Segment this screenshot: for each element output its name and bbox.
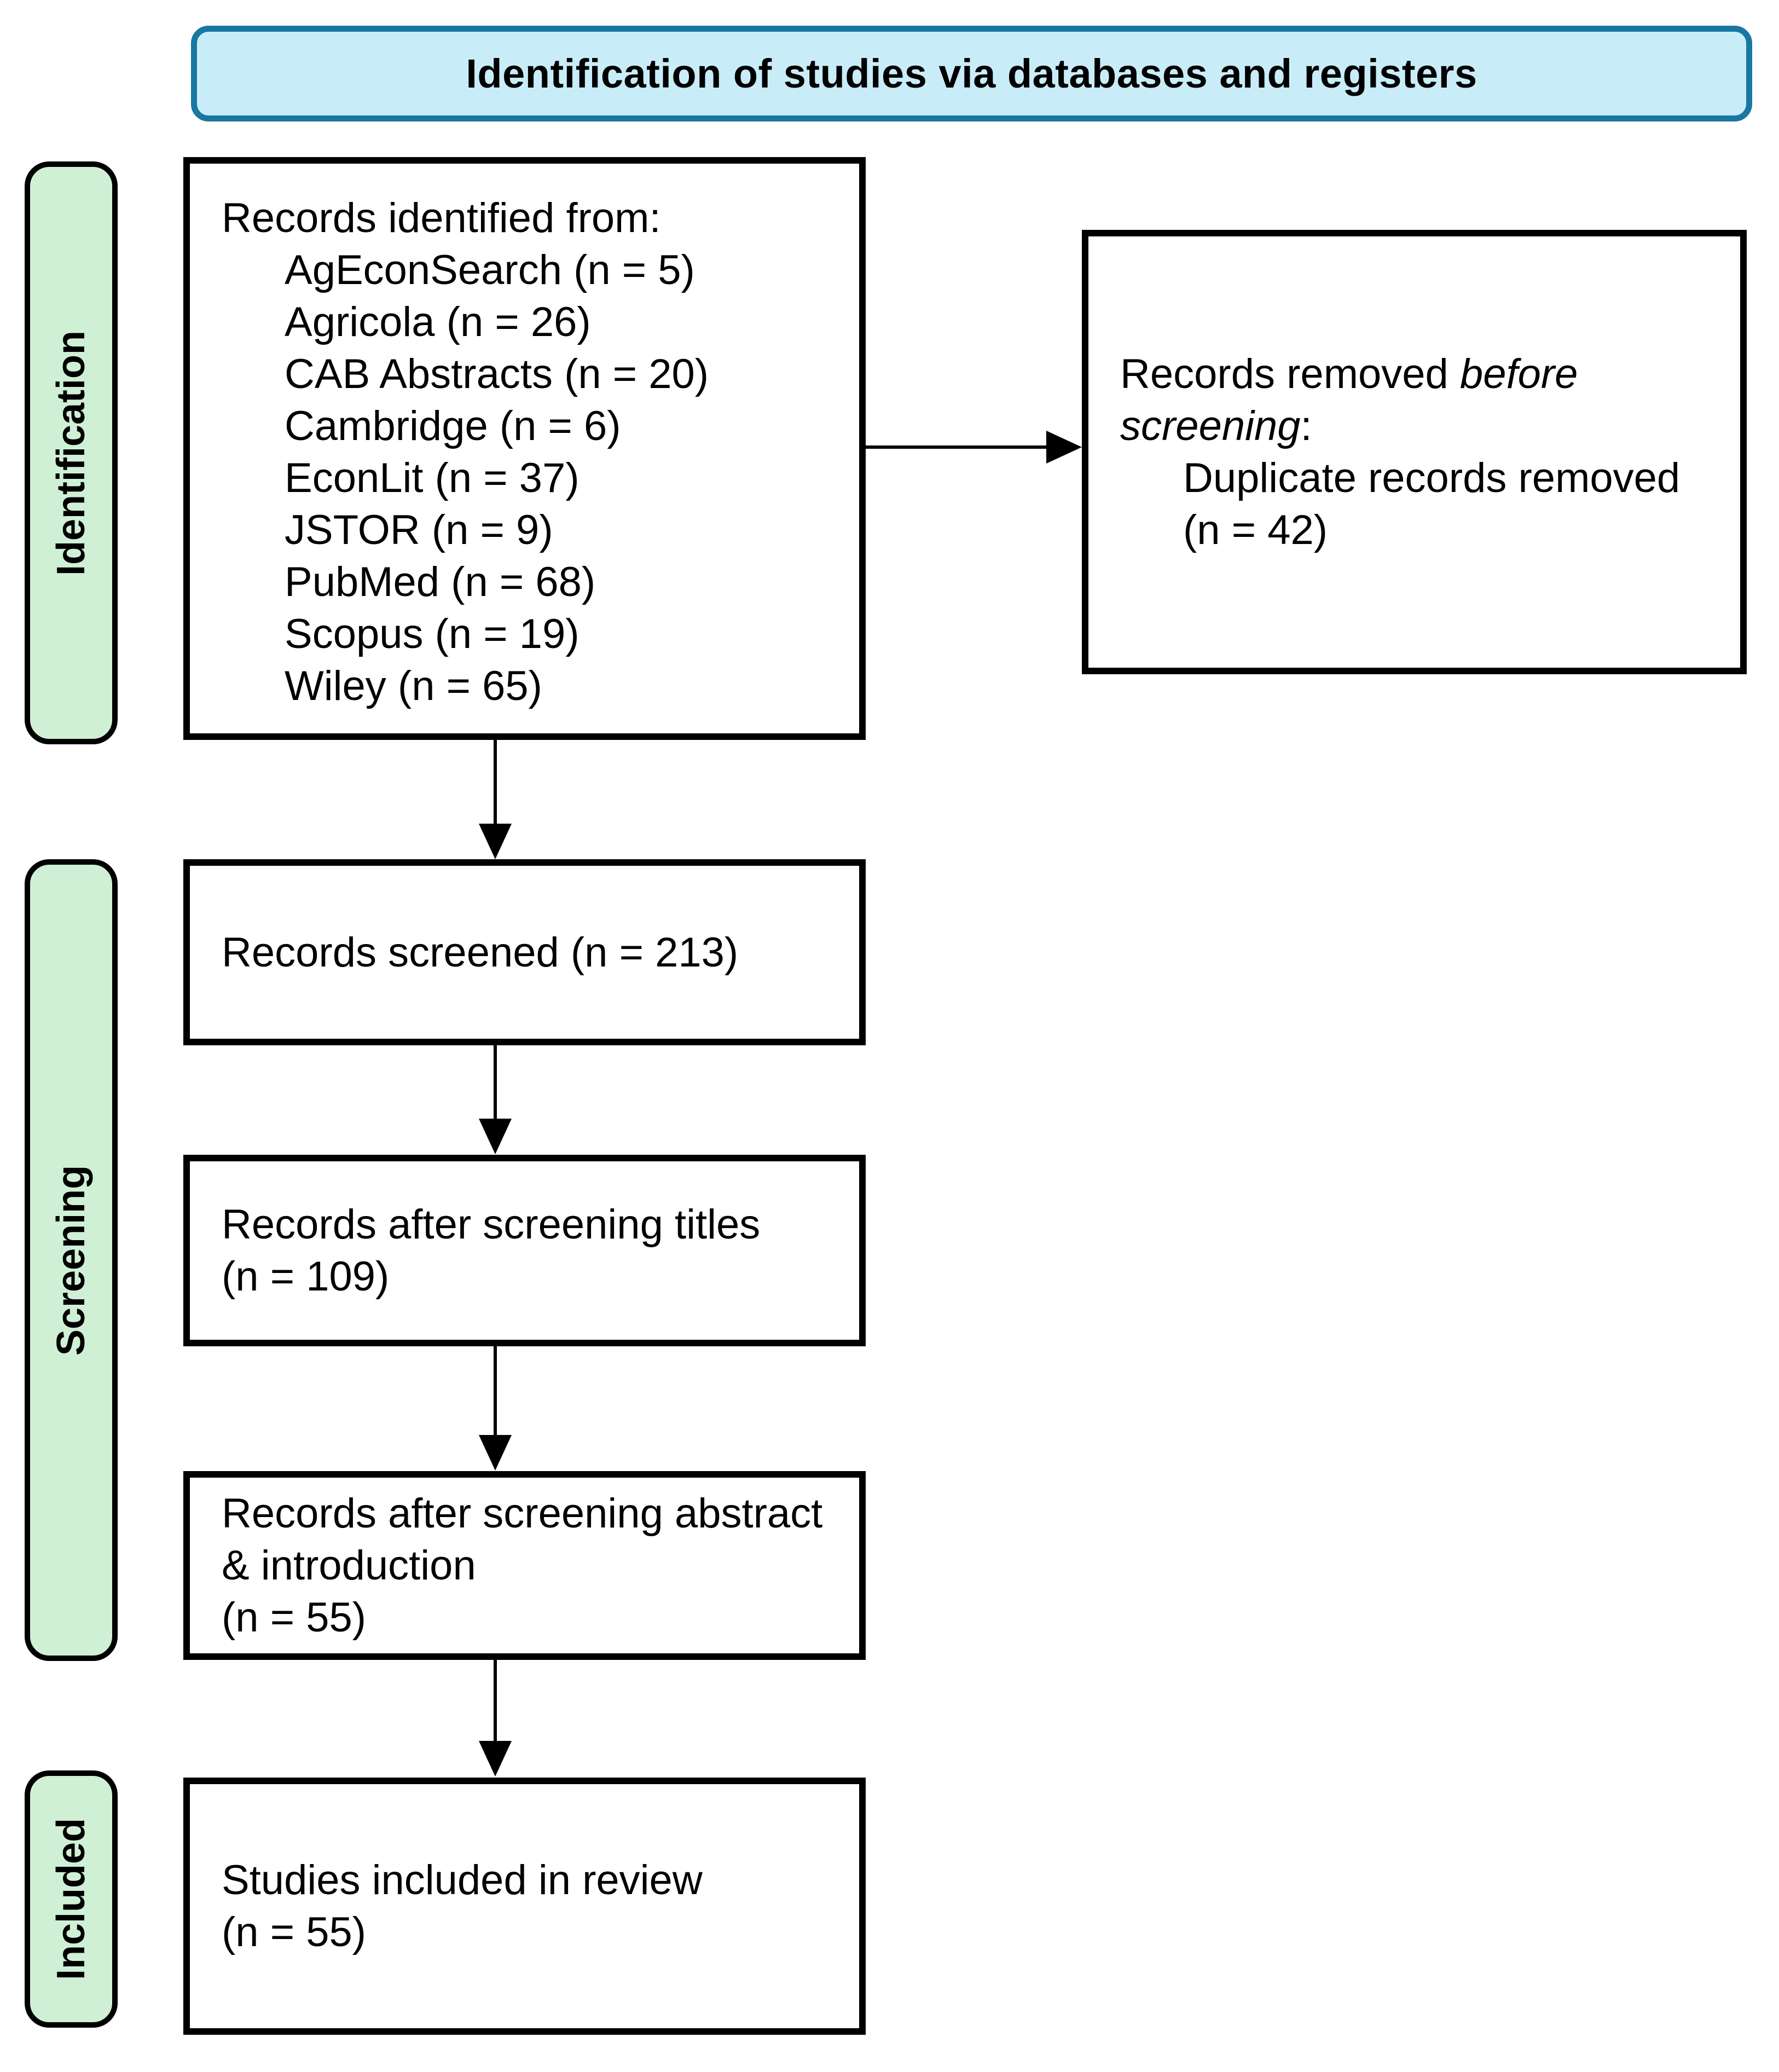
arrowhead-down-icon (479, 1741, 512, 1776)
stage-label-included: Included (25, 1770, 118, 2028)
source-item: Scopus (n = 19) (285, 611, 580, 657)
records-after-abstract-text-2: & introduction (222, 1542, 476, 1589)
records-after-abstract-box: Records after screening abstract & intro… (183, 1471, 866, 1660)
duplicates-removed-text: Duplicate records removed (1183, 455, 1681, 501)
records-after-abstract-text: Records after screening abstract (222, 1490, 823, 1537)
arrow-line (494, 1346, 497, 1436)
stage-label-identification: Identification (25, 161, 118, 744)
records-removed-italic: screening (1120, 403, 1301, 449)
records-removed-italic: before (1459, 351, 1578, 397)
source-item: AgEconSearch (n = 5) (285, 247, 695, 293)
arrowhead-down-icon (479, 1119, 512, 1154)
arrowhead-down-icon (479, 1435, 512, 1471)
source-item: Cambridge (n = 6) (285, 403, 621, 449)
records-screened-box: Records screened (n = 213) (183, 859, 866, 1045)
arrow-line (494, 740, 497, 825)
records-removed-text: Records removed (1120, 351, 1460, 397)
stage-label-identification-text: Identification (49, 330, 93, 576)
duplicates-removed-count: (n = 42) (1183, 507, 1328, 553)
records-removed-text: : (1300, 403, 1312, 449)
records-after-titles-count: (n = 109) (222, 1253, 390, 1300)
title-banner: Identification of studies via databases … (191, 26, 1752, 121)
records-removed-box: Records removed before screening: Duplic… (1082, 230, 1747, 674)
records-removed-line-1: Records removed before (1120, 348, 1724, 400)
records-identified-intro: Records identified from: (222, 195, 661, 241)
arrow-line (494, 1045, 497, 1120)
source-item: CAB Abstracts (n = 20) (285, 351, 709, 397)
arrow-line (866, 445, 1049, 449)
title-text: Identification of studies via databases … (466, 51, 1477, 96)
records-identified-box: Records identified from: AgEconSearch (n… (183, 157, 866, 740)
source-item: Agricola (n = 26) (285, 299, 591, 345)
stage-label-screening: Screening (25, 859, 118, 1661)
stage-label-included-text: Included (49, 1818, 93, 1981)
source-item: EconLit (n = 37) (285, 455, 580, 501)
records-after-abstract-count: (n = 55) (222, 1594, 367, 1641)
studies-included-text: Studies included in review (222, 1857, 703, 1903)
studies-included-box: Studies included in review (n = 55) (183, 1778, 866, 2035)
source-item: Wiley (n = 65) (285, 663, 542, 709)
arrowhead-down-icon (479, 824, 512, 859)
arrowhead-right-icon (1046, 431, 1082, 464)
records-screened-text: Records screened (n = 213) (222, 929, 739, 976)
source-item: JSTOR (n = 9) (285, 507, 553, 553)
source-item: PubMed (n = 68) (285, 559, 596, 605)
arrow-line (494, 1660, 497, 1742)
records-after-titles-text: Records after screening titles (222, 1201, 761, 1248)
records-removed-line-2: screening: (1120, 400, 1724, 452)
records-after-titles-box: Records after screening titles (n = 109) (183, 1155, 866, 1346)
studies-included-count: (n = 55) (222, 1909, 367, 1955)
stage-label-screening-text: Screening (49, 1165, 93, 1356)
